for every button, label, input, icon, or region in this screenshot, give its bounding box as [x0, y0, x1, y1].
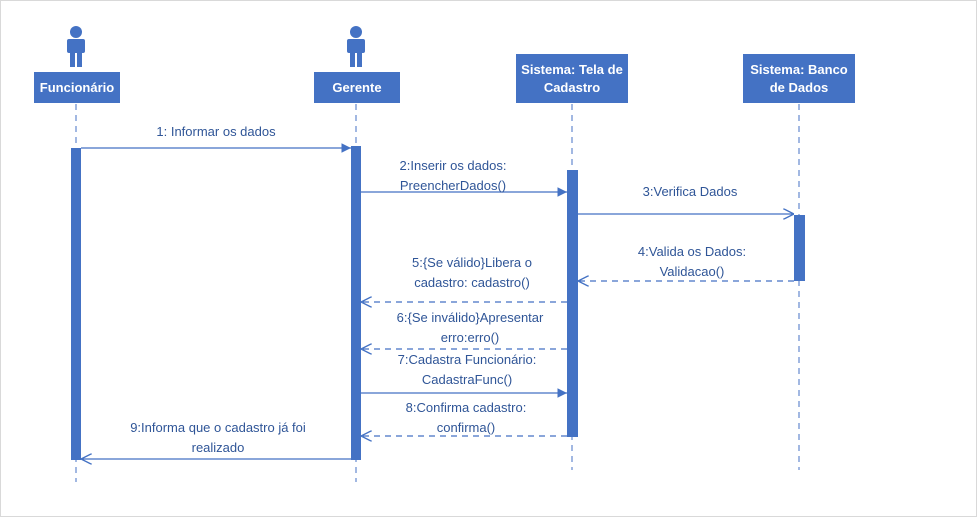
message-label-6: 6:{Se inválido}Apresentar erro:erro()	[396, 310, 544, 345]
lifeline-header-gerente: Gerente	[314, 72, 400, 103]
activation-banco-dados	[794, 215, 805, 281]
message-label-5: 5:{Se válido}Libera o cadastro: cadastro…	[412, 255, 532, 290]
message-label-2: 2:Inserir os dados: PreencherDados()	[399, 158, 507, 193]
message-label-4: 4:Valida os Dados: Validacao()	[637, 244, 747, 279]
lifeline-header-tela-cadastro: Sistema: Tela de Cadastro	[516, 54, 628, 103]
message-label-7: 7:Cadastra Funcionário: CadastraFunc()	[397, 352, 537, 387]
activation-tela-cadastro	[567, 170, 578, 437]
actor-icon	[67, 26, 85, 67]
message-label-8: 8:Confirma cadastro: confirma()	[405, 400, 527, 435]
actor-icon	[347, 26, 365, 67]
activation-gerente	[351, 146, 361, 460]
message-label-9: 9:Informa que o cadastro já foi realizad…	[130, 420, 306, 455]
lifeline-header-banco-dados: Sistema: Banco de Dados	[743, 54, 855, 103]
message-label-3: 3:Verifica Dados	[642, 184, 738, 199]
activation-funcionario	[71, 148, 81, 460]
message-label-1: 1: Informar os dados	[156, 124, 276, 139]
lifeline-header-funcionario: Funcionário	[34, 72, 120, 103]
